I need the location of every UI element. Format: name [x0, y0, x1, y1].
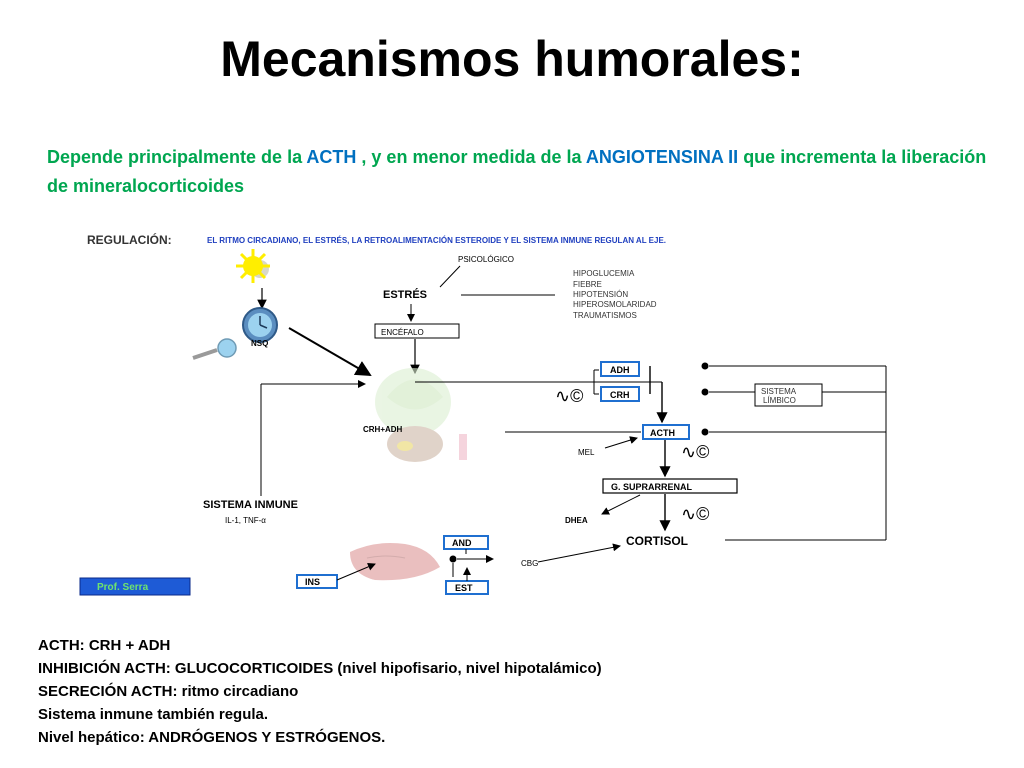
intro-angiotensina: ANGIOTENSINA II	[585, 147, 739, 167]
stressor-item: HIPOGLUCEMIA	[573, 269, 635, 278]
acth-label: ACTH	[650, 428, 675, 438]
and-label: AND	[452, 538, 472, 548]
dhea-label: DHEA	[565, 516, 588, 525]
signature-badge	[79, 577, 191, 596]
sistema-limbico-box	[754, 383, 823, 407]
stressor-item: HIPEROSMOLARIDAD	[573, 300, 657, 309]
cortisol-label: CORTISOL	[626, 534, 688, 548]
adh-label: ADH	[610, 365, 630, 375]
intro-part2: la	[287, 147, 307, 167]
sistema-inmune-label: SISTEMA INMUNE	[203, 499, 298, 511]
est-label: EST	[455, 583, 473, 593]
stressor-item: TRAUMATISMOS	[573, 311, 637, 320]
rhythm-symbol: ∿©	[555, 386, 583, 406]
estres-label: ESTRÉS	[383, 288, 427, 301]
regulacion-label: REGULACIÓN:	[87, 232, 172, 247]
il-tnf-label: IL-1, TNF-α	[225, 516, 266, 525]
regulacion-text: EL RITMO CIRCADIANO, EL ESTRÉS, LA RETRO…	[207, 236, 666, 245]
ins-box	[296, 574, 338, 589]
signature-label: Prof. Serra	[97, 582, 149, 593]
note-item: ACTH: CRH + ADH	[38, 637, 171, 654]
ins-label: INS	[305, 577, 320, 587]
psicologico-label: PSICOLÓGICO	[458, 255, 514, 264]
stressor-item: FIEBRE	[573, 280, 602, 289]
intro-part4: la	[566, 147, 586, 167]
g-suprarrenal-label: G. SUPRARRENAL	[611, 482, 693, 492]
rhythm-symbol-acth: ∿©	[681, 442, 709, 462]
intro-acth: ACTH	[306, 147, 357, 167]
encefalo-label: ENCÉFALO	[381, 328, 424, 337]
crh-label: CRH	[610, 390, 630, 400]
acth-box	[642, 424, 690, 440]
intro-part1: Depende principalmente de	[47, 147, 288, 167]
note-item: Sistema inmune también regula.	[38, 706, 269, 723]
liver-illustration	[350, 543, 440, 581]
cbg-label: CBG	[521, 559, 538, 568]
intro-part3: , y en menor medida de	[356, 147, 567, 167]
stressor-item: HIPOTENSIÓN	[573, 290, 628, 299]
notes-list: ACTH: CRH + ADH INHIBICIÓN ACTH: GLUCOCO…	[38, 634, 602, 749]
crh-adh-label: CRH+ADH	[363, 425, 403, 434]
slide-title: Mecanismos humorales:	[220, 31, 804, 87]
encefalo-box	[374, 323, 460, 339]
rhythm-symbol-cortisol: ∿©	[681, 504, 709, 524]
clock-icon	[242, 307, 278, 343]
note-item: INHIBICIÓN ACTH: GLUCOCORTICOIDES (nivel…	[38, 660, 602, 677]
magnifier-icon	[192, 338, 237, 360]
intro-part5: que incrementa la liberación de mineralo…	[47, 147, 987, 196]
stressor-list: HIPOGLUCEMIA FIEBRE HIPOTENSIÓN HIPEROSM…	[573, 269, 657, 320]
sun-icon	[236, 249, 270, 283]
hpa-axis-diagram: REGULACIÓN: EL RITMO CIRCADIANO, EL ESTR…	[79, 232, 887, 596]
mel-label: MEL	[578, 448, 595, 457]
sistema-limbico-label: SISTEMA	[761, 387, 797, 396]
g-suprarrenal-box	[602, 478, 738, 494]
note-item: Nivel hepático: ANDRÓGENOS Y ESTRÓGENOS.	[38, 729, 386, 746]
crh-box	[600, 386, 640, 402]
adh-box	[600, 361, 640, 377]
nsq-label: NSQ	[251, 339, 268, 348]
intro-text: Depende principalmente de la ACTH , y en…	[47, 143, 987, 201]
pituitary-illustration	[375, 368, 467, 462]
note-item: SECRECIÓN ACTH: ritmo circadiano	[38, 683, 299, 700]
sistema-limbico-label: LÍMBICO	[763, 396, 796, 405]
